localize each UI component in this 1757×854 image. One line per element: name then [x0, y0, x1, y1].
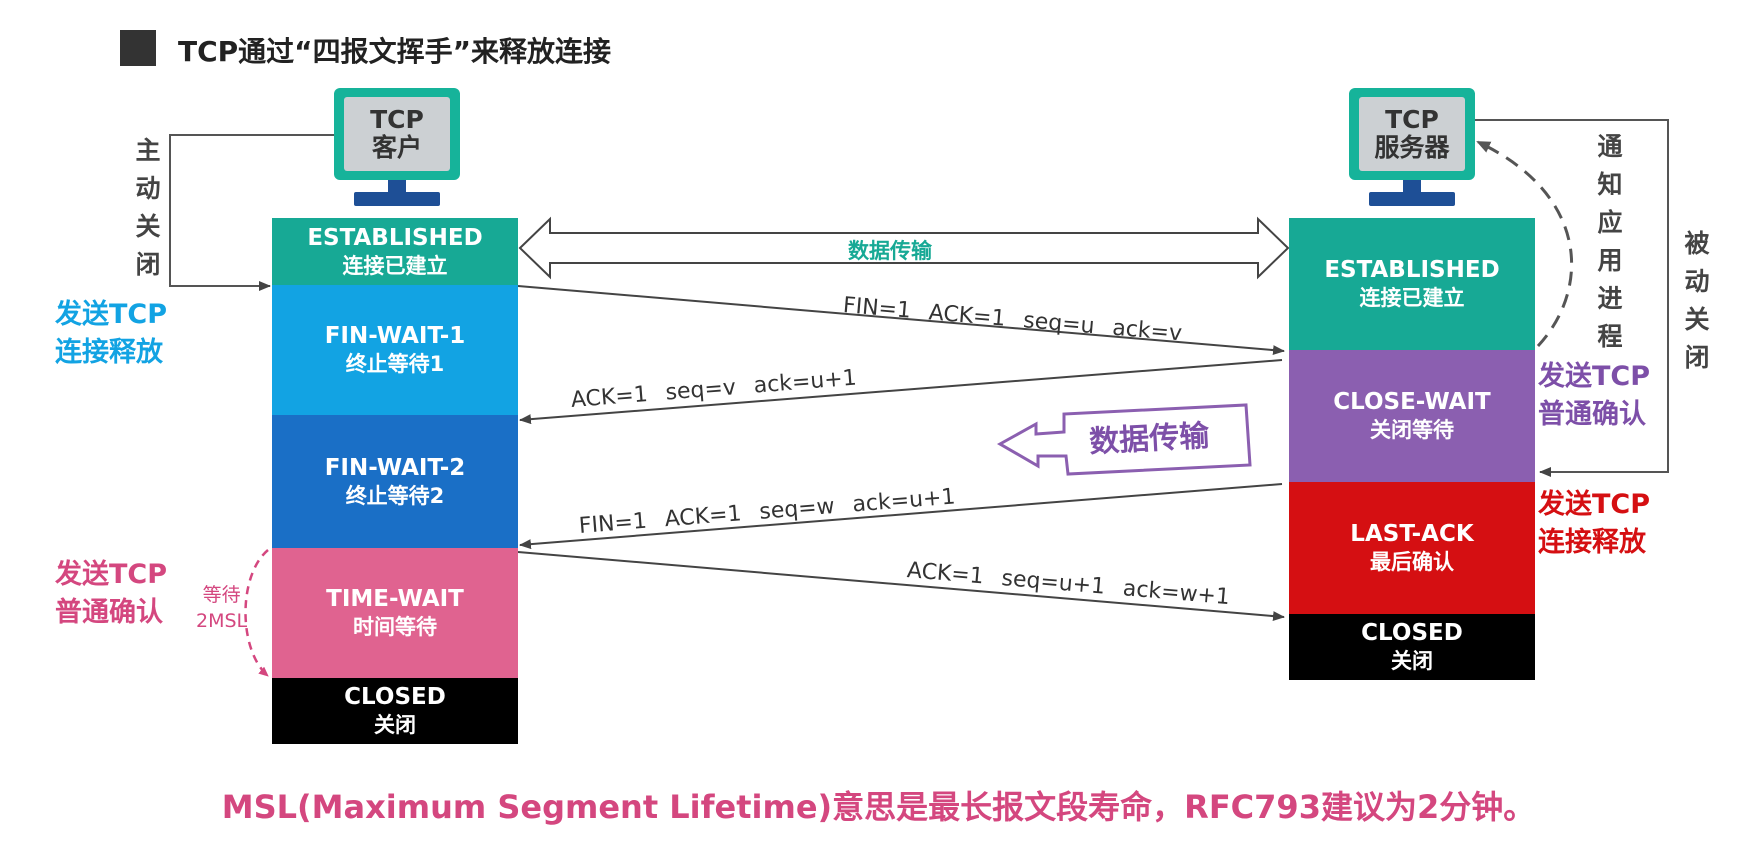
tcp-server-computer: TCP 服务器: [1349, 88, 1475, 212]
active-close-label: 主动关闭: [135, 136, 161, 279]
msg-fin-u-line: [517, 285, 1285, 356]
data-transfer-callout-label: 数据传输: [1088, 418, 1211, 460]
server-name-line2: 服务器: [1374, 133, 1450, 162]
page-title: TCP通过“四报文挥手”来释放连接: [178, 35, 611, 68]
data-transfer-callout-arrow: [996, 403, 1252, 476]
data-transfer-label: 数据传输: [848, 239, 932, 263]
active-close-bracket: [169, 134, 340, 291]
notify-app-arrow: [1476, 140, 1574, 348]
notify-app-label: 通知应用进程: [1597, 132, 1623, 351]
msg-ack-v-line: [519, 359, 1283, 425]
tcp-client-computer: TCP 客户: [334, 88, 460, 212]
passive-close-label: 被动关闭: [1684, 229, 1710, 372]
client-name-line2: 客户: [371, 133, 422, 162]
server-name-line1: TCP: [1385, 105, 1439, 134]
passive-close-bracket: [1472, 119, 1669, 477]
msg-ack-w-line: [517, 551, 1285, 622]
msl-footnote: MSL(Maximum Segment Lifetime)意思是最长报文段寿命，…: [221, 788, 1536, 826]
msg-fin-w-line: [519, 483, 1283, 550]
client-name-line1: TCP: [370, 105, 424, 134]
data-transfer-arrow: [518, 216, 1290, 280]
wait-2msl-arc: [244, 549, 269, 677]
title-bullet: [120, 30, 156, 66]
